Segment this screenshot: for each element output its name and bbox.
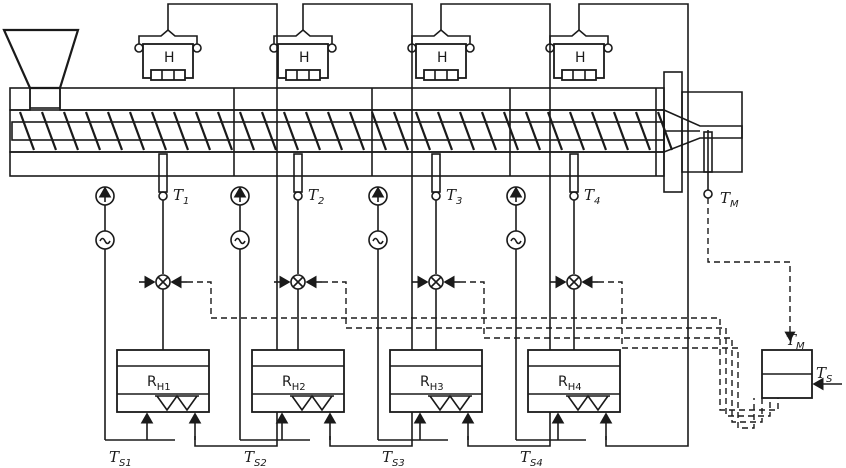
zone-dividers — [233, 88, 657, 176]
controller-label-2: RH2 — [282, 374, 306, 393]
heater-label-3: H — [437, 50, 448, 66]
barrel-bottom — [9, 151, 665, 177]
master-setpoint-label: TS — [816, 364, 833, 385]
master-controller: TM TS — [761, 331, 842, 399]
screw — [11, 111, 674, 151]
setpoint-signal-lines — [187, 281, 779, 429]
temp-label-3: T3 — [446, 186, 462, 207]
controller-label-4: RH4 — [558, 374, 582, 393]
heater-label-2: H — [299, 50, 310, 66]
heater-label-1: H — [164, 50, 175, 66]
setpoint-label-2: TS2 — [244, 448, 267, 468]
hopper — [2, 28, 80, 109]
temp-label-2: T2 — [308, 186, 324, 207]
setpoint-label-4: TS4 — [520, 448, 543, 468]
controller-label-3: RH3 — [420, 374, 444, 393]
melt-temp-sensor: TM — [703, 130, 796, 342]
controller-label-1: RH1 — [147, 374, 171, 393]
temp-label-1: T1 — [173, 186, 189, 207]
barrel-bore — [9, 109, 665, 153]
setpoint-label-3: TS3 — [382, 448, 405, 468]
barrel-flange — [663, 71, 743, 193]
barrel-top — [9, 87, 665, 111]
temp-label-4: T4 — [584, 186, 600, 207]
setpoint-label-1: TS1 — [109, 448, 132, 468]
master-input-label: TM — [786, 331, 805, 352]
melt-temp-label: TM — [720, 189, 739, 210]
heater-label-4: H — [575, 50, 586, 66]
